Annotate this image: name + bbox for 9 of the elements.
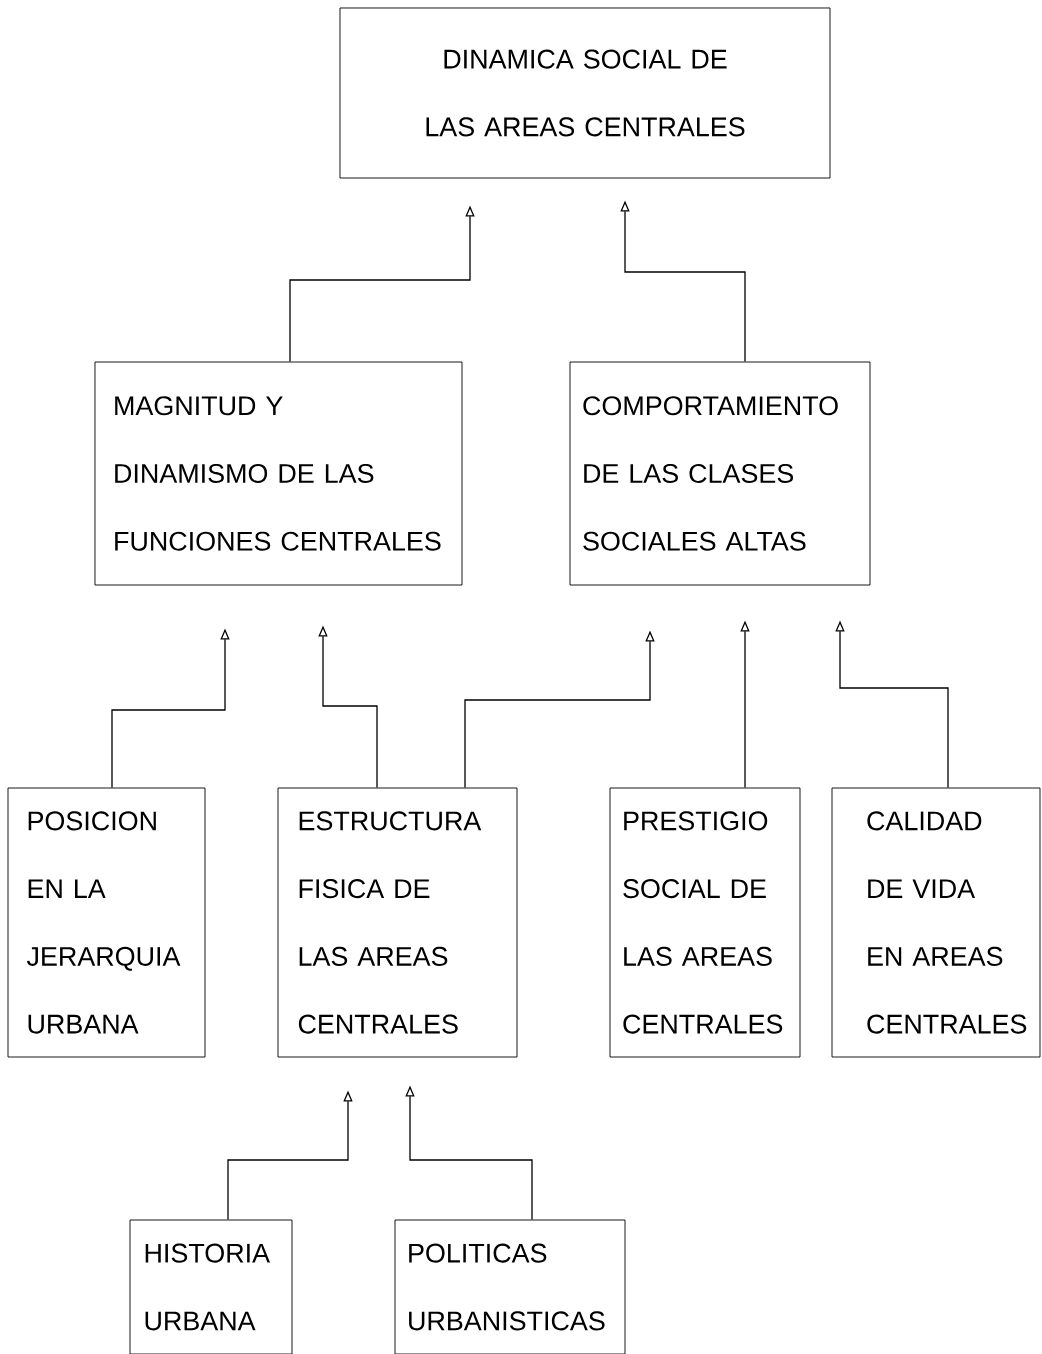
concept-box: POLITICAS URBANISTICAS (394, 1219, 626, 1354)
concept-box: CALIDAD DE VIDA EN AREAS CENTRALES (831, 787, 1041, 1058)
concept-box: POSICION EN LA JERARQUIA URBANA (7, 787, 206, 1058)
concept-box: HISTORIA URBANA (129, 1219, 293, 1354)
concept-box: COMPORTAMIENTO DE LAS CLASES SOCIALES ALTAS (569, 361, 871, 586)
concept-box: MAGNITUD Y DINAMISMO DE LAS FUNCIONES CENTRALES (94, 361, 463, 586)
concept-box: PRESTIGIO SOCIAL DE LAS AREAS CENTRALES (609, 787, 801, 1058)
concept-box: DINAMICA SOCIAL DE LAS AREAS CENTRALES (339, 7, 831, 179)
concept-box: ESTRUCTURA FISICA DE LAS AREAS CENTRALES (277, 787, 518, 1058)
